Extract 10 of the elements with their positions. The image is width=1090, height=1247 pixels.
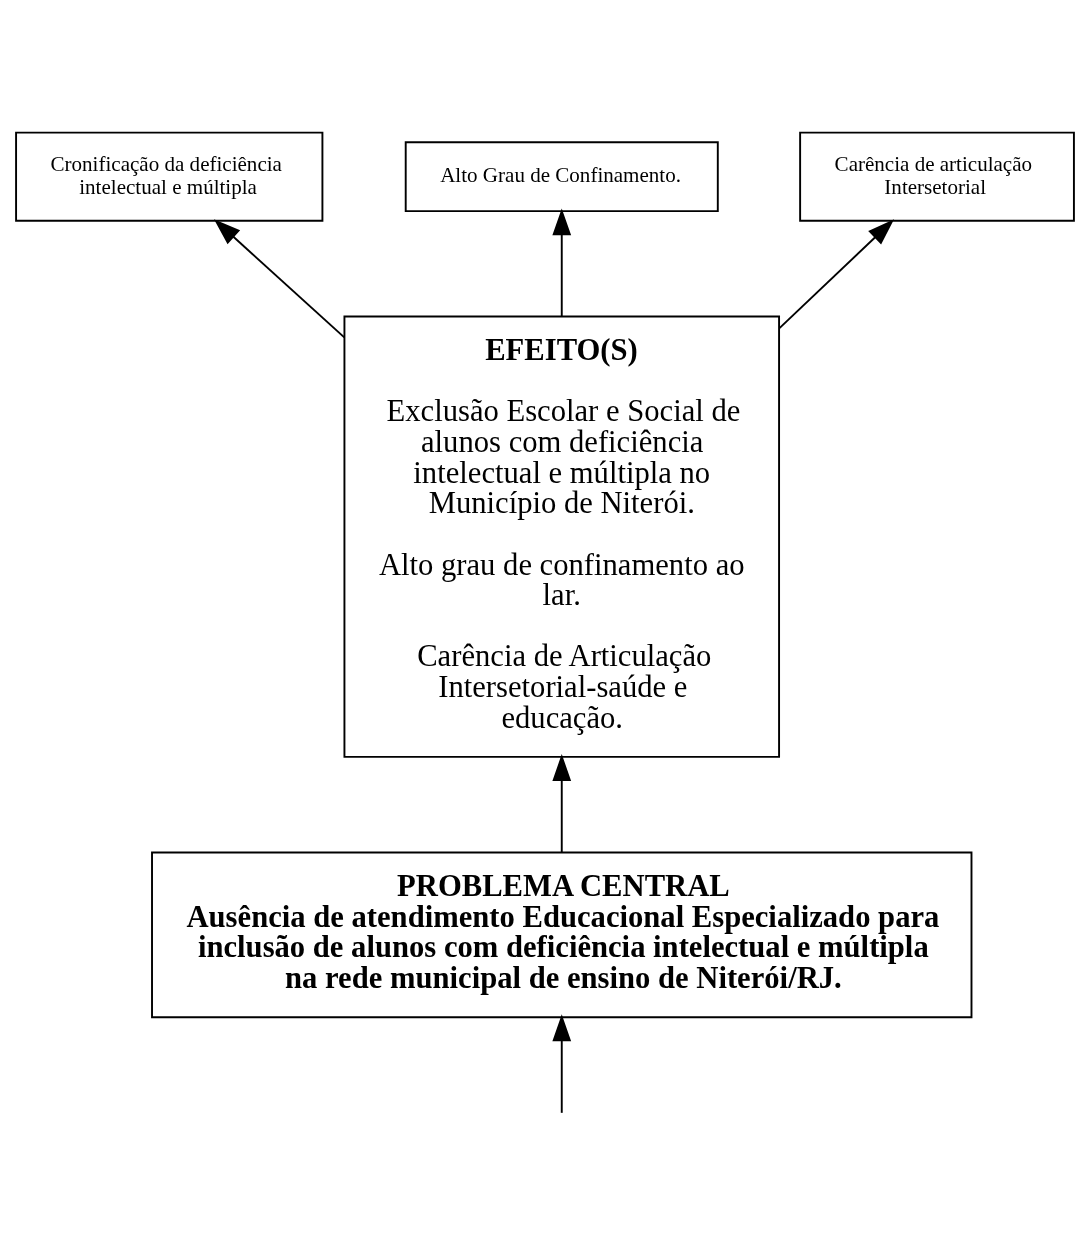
arrow: [552, 754, 572, 854]
node-box: Cronificação da deficiência intelectual e múltipla: [15, 131, 324, 222]
node-box: Alto Grau de Confinamento.: [404, 141, 719, 213]
arrow: [552, 1014, 572, 1114]
arrow: [213, 219, 346, 339]
node-box: PROBLEMA CENTRAL Ausência de atendimento Educacional Especializado para inclusão de alunos com deficiência intelectual e múltipla na rede municipal de ensino de Niterói/RJ.: [151, 851, 973, 1019]
node-box: EFEITO(S) Exclusão Escolar e Social de alunos com deficiência intelectual e múltipla no Município de Niterói. Alto grau de confinamento ao lar. Carência de Articulação Intersetorial-saúde e educação.: [343, 315, 781, 758]
arrow: [552, 208, 572, 318]
node-box: Carência de articulação Intersetorial: [799, 131, 1075, 222]
arrow: [778, 219, 895, 330]
